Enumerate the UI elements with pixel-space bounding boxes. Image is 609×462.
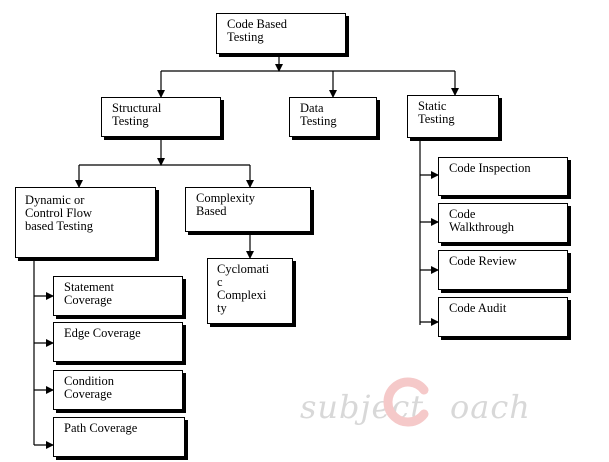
node-statement-coverage: Statement Coverage bbox=[53, 276, 183, 316]
watermark-text-start: subject bbox=[300, 388, 425, 426]
node-code-walkthrough: Code Walkthrough bbox=[438, 203, 568, 243]
node-label-line: Static bbox=[418, 99, 447, 113]
node-label-line: Structural bbox=[112, 101, 162, 115]
node-label-line: Testing bbox=[112, 114, 149, 128]
node-label-line: Coverage bbox=[64, 293, 112, 307]
node-label-line: Condition bbox=[64, 374, 115, 388]
node-cyclomatic-complexity: Cyclomati c Complexi ty bbox=[207, 258, 293, 324]
node-label-line: Cyclomati bbox=[217, 262, 270, 276]
node-data-testing: Data Testing bbox=[289, 97, 377, 137]
node-static-testing: Static Testing bbox=[407, 95, 499, 138]
node-label-line: based Testing bbox=[25, 219, 93, 233]
watermark-logo: subject oach bbox=[300, 376, 550, 436]
node-label-line: Testing bbox=[227, 30, 264, 44]
node-label-line: Statement bbox=[64, 280, 114, 294]
node-label-line: Based bbox=[196, 204, 227, 218]
node-label-line: Testing bbox=[300, 114, 337, 128]
node-label-line: Complexi bbox=[217, 288, 267, 302]
node-structural-testing: Structural Testing bbox=[101, 97, 221, 137]
node-complexity-based: Complexity Based bbox=[185, 187, 311, 232]
node-label-line: Testing bbox=[418, 112, 455, 126]
node-edge-coverage: Edge Coverage bbox=[53, 322, 183, 362]
node-label-line: Coverage bbox=[64, 387, 112, 401]
watermark-text-end: oach bbox=[450, 388, 531, 426]
node-label-line: Code Based bbox=[227, 17, 288, 31]
node-label-line: ty bbox=[217, 301, 227, 315]
node-label-line: Data bbox=[300, 101, 324, 115]
node-label-line: Code Audit bbox=[449, 301, 507, 315]
node-dynamic-control-flow: Dynamic or Control Flow based Testing bbox=[15, 187, 156, 258]
node-label-line: Walkthrough bbox=[449, 220, 514, 234]
node-code-inspection: Code Inspection bbox=[438, 157, 568, 196]
node-label-line: Complexity bbox=[196, 191, 256, 205]
node-code-based-testing: Code Based Testing bbox=[216, 13, 346, 54]
node-label-line: Code Review bbox=[449, 254, 517, 268]
watermark-c-mark bbox=[383, 377, 429, 427]
node-label-line: Edge Coverage bbox=[64, 326, 141, 340]
node-code-review: Code Review bbox=[438, 250, 568, 290]
node-label-line: Path Coverage bbox=[64, 421, 138, 435]
node-path-coverage: Path Coverage bbox=[53, 417, 185, 457]
node-label-line: Control Flow bbox=[25, 206, 93, 220]
node-label-line: c bbox=[217, 275, 223, 289]
node-label-line: Dynamic or bbox=[25, 193, 85, 207]
node-condition-coverage: Condition Coverage bbox=[53, 370, 183, 410]
node-label-line: Code Inspection bbox=[449, 161, 531, 175]
node-code-audit: Code Audit bbox=[438, 297, 568, 337]
node-label-line: Code bbox=[449, 207, 476, 221]
